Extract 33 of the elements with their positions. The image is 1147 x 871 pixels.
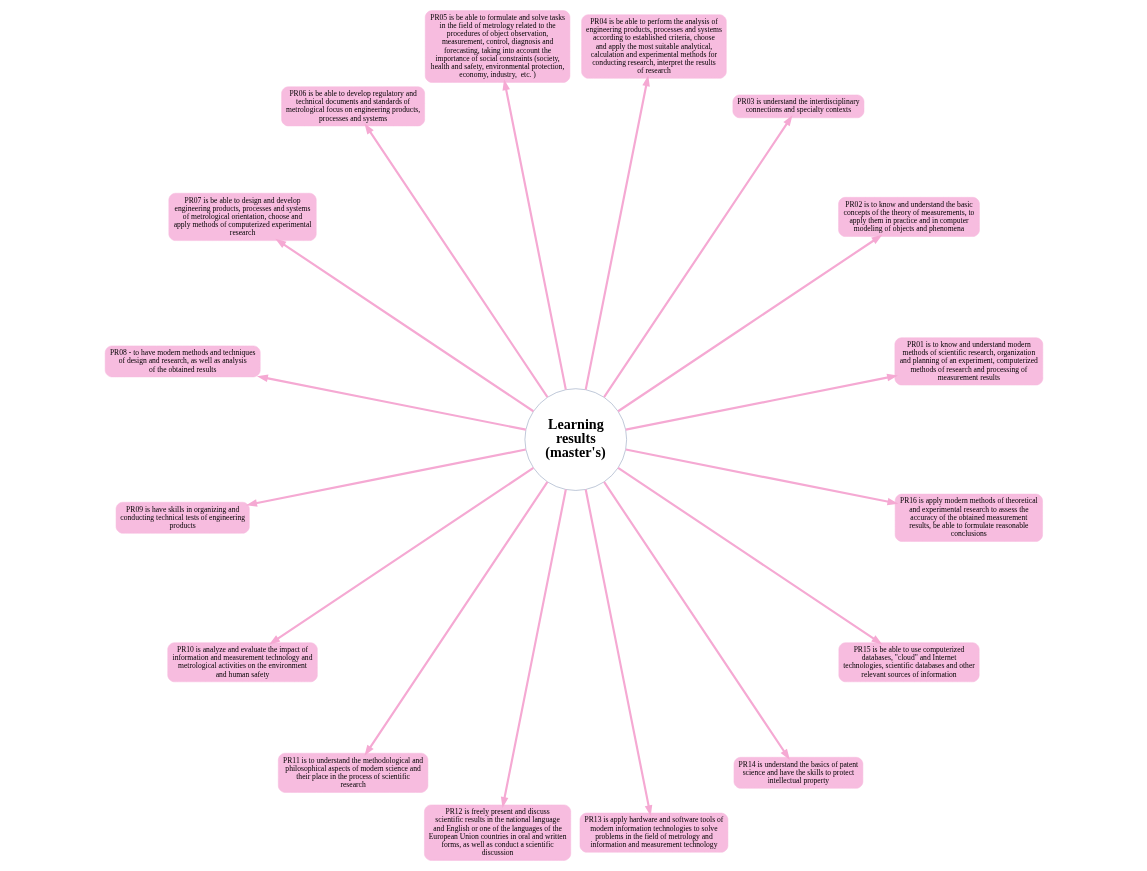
- arrow: [274, 238, 534, 413]
- node-box: PR08 - to have modern methods and techniques of design and research, as well as analysis of the obtained results: [104, 345, 260, 378]
- node-box: PR11 is to understand the methodological and philosophical aspects of modern science and their place in the process of scientific research: [277, 752, 428, 793]
- arrow: [268, 467, 534, 645]
- arrow: [584, 75, 650, 390]
- node-box: PR02 is to know and understand the basic concepts of the theory of measurements, to apply them in practice and in computer modeling of objects and phenomena: [837, 197, 980, 237]
- node-box: PR04 is be able to perform the analysis of engineering products, processes and systems according to established criteria, choose and apply the most suitable analytical, calculation and experimental methods for conducting research, interpret the results of research: [580, 14, 727, 79]
- node-box: PR01 is to know and understand modern methods of scientific research, organization and planning of an experiment, computerized methods of research and processing of measurement results: [894, 337, 1043, 386]
- node-box: PR14 is understand the basics of patent science and have the skills to protect intellectual property: [733, 757, 863, 789]
- arrow: [363, 123, 548, 398]
- arrow: [617, 467, 882, 645]
- node-box: PR12 is freely present and discuss scientific results in the national language and English or one of the languages of the European Union countries in oral and written forms, as well as conduct a scientific discussion: [423, 804, 571, 861]
- arrow: [625, 448, 898, 506]
- node-box: PR06 is be able to develop regulatory and technical documents and standards of metrological focus on engineering products, processes and systems: [280, 86, 425, 127]
- node-box: PR05 is be able to formulate and solve tasks in the field of metrology related to the procedures of object observation, measurement, control, diagnosis and forecasting, taking into account the importance of social constraints (society, health and safety, environmental protection, economy, industry, etc. ): [424, 10, 570, 83]
- node-box: PR10 is analyze and evaluate the impact of information and measurement technology and metrological activities on the environment and human safety: [166, 642, 318, 683]
- arrow: [625, 373, 898, 431]
- node-box: PR16 is apply modern methods of theoretical and experimental research to assess the accuracy of the obtained measurement results, be able to formulate reasonable conclusions: [894, 493, 1043, 542]
- node-box: PR03 is understand the interdisciplinary connections and specialty contexts: [732, 94, 864, 119]
- arrow: [500, 489, 567, 808]
- node-box: PR15 is be able to use computerized databases, "cloud" and Internet technologies, scientific databases and other relevant sources of information: [838, 642, 979, 683]
- arrow: [245, 448, 526, 507]
- arrow: [602, 115, 793, 398]
- arrow: [256, 374, 526, 431]
- arrow: [617, 234, 882, 413]
- node-circle: Learning results (master's): [524, 388, 627, 491]
- node-box: PR13 is apply hardware and software tools of modern information technologies to solve problems in the field of metrology and information and measurement technology: [579, 812, 728, 853]
- arrow: [501, 79, 567, 390]
- arrow: [602, 481, 790, 760]
- node-box: PR09 is have skills in organizing and conducting technical tests of engineering products: [115, 502, 250, 534]
- arrow: [584, 489, 652, 817]
- node-box: PR07 is be able to design and develop engineering products, processes and systems of metrological orientation, choose and apply methods of computerized experimental research: [168, 193, 316, 241]
- arrow: [363, 481, 548, 756]
